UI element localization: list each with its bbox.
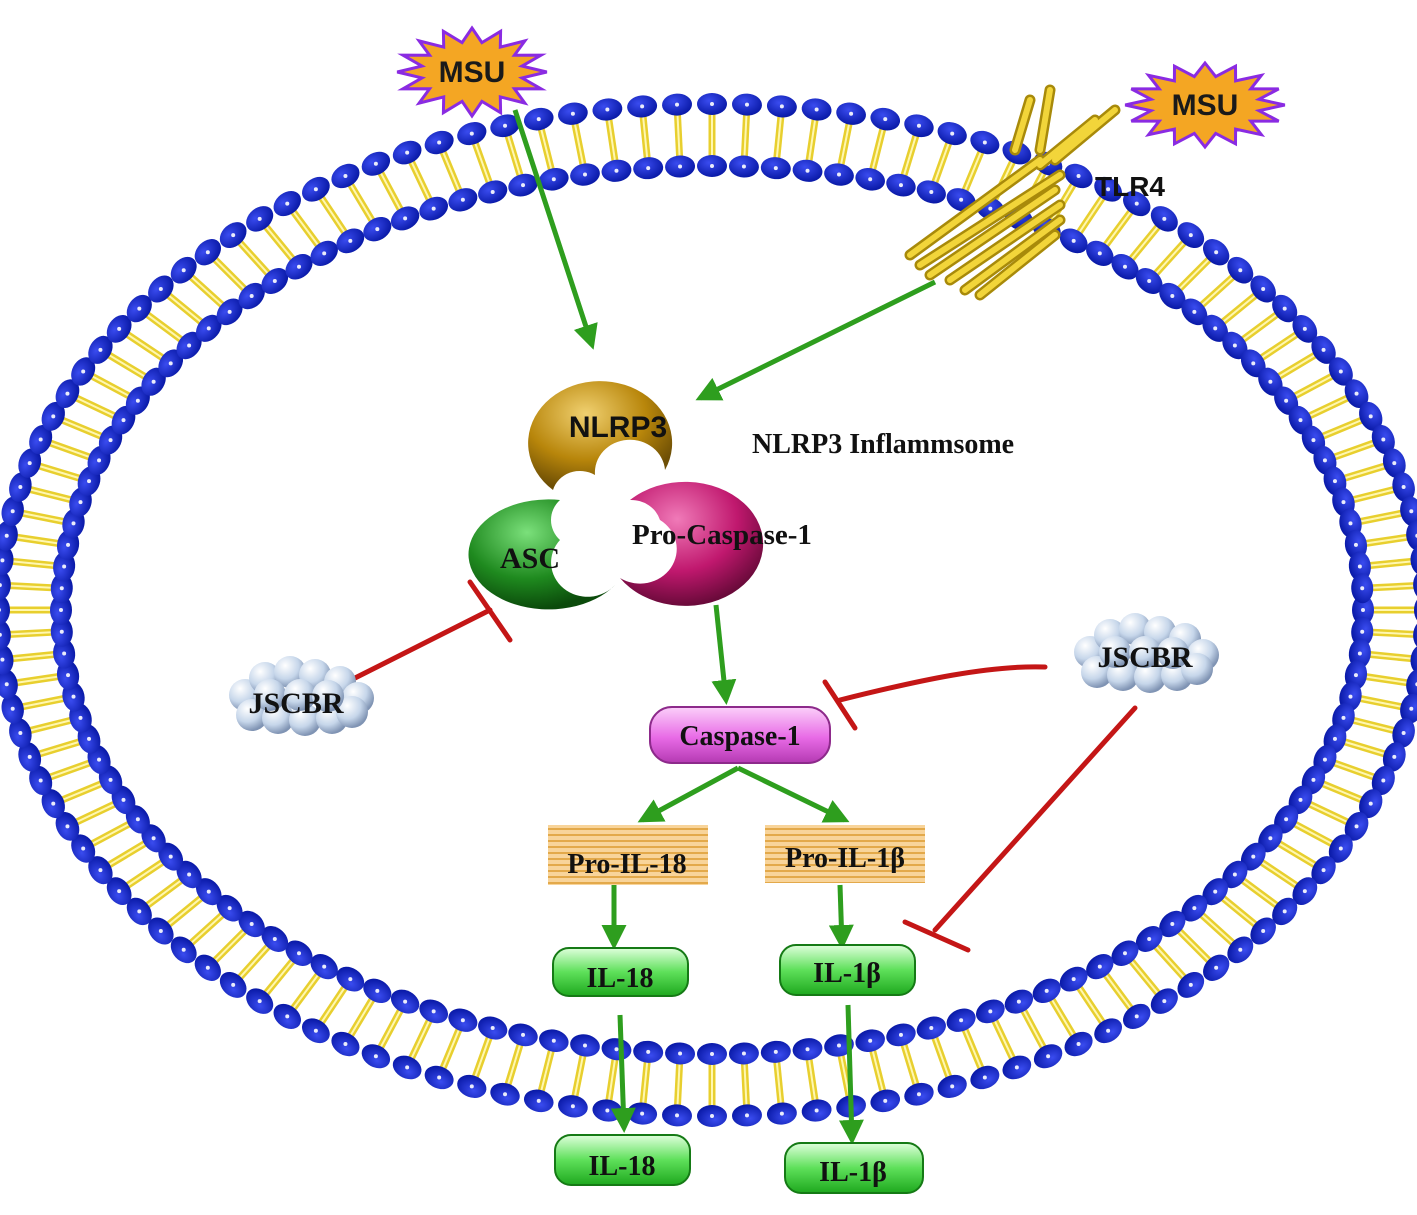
il1b-inside-label: IL-1β xyxy=(813,958,881,989)
cell-membrane xyxy=(0,93,1417,1127)
il18-inside-label: IL-18 xyxy=(587,963,654,994)
pro-il18-box: Pro-IL-18 xyxy=(548,825,708,885)
tlr4-receptor xyxy=(904,84,1121,301)
arrow-procaspase-to-caspase xyxy=(711,604,737,705)
pro-il1b-box: Pro-IL-1β xyxy=(765,825,925,883)
jscbr-cloud-right xyxy=(1074,613,1219,693)
il18-inside-box: IL-18 xyxy=(552,947,689,997)
caspase-1-box: Caspase-1 xyxy=(649,706,831,764)
arrow-tlr4-to-nlrp3 xyxy=(695,279,937,401)
il1b-outside-label: IL-1β xyxy=(819,1157,887,1188)
arrow-il1b-secretion xyxy=(838,1004,864,1145)
pro-caspase-component xyxy=(620,481,764,606)
nlrp3-component xyxy=(528,381,673,490)
pro-caspase-label: Pro-Caspase-1 xyxy=(632,519,812,551)
msu-right-label: MSU xyxy=(1172,89,1239,122)
jscbr-cloud-left xyxy=(229,656,374,736)
msu-left-label: MSU xyxy=(439,56,506,89)
inhibit-caspase-line xyxy=(837,664,1048,703)
il1b-outside-box: IL-1β xyxy=(784,1142,924,1194)
inhibit-il1b-line xyxy=(932,705,1138,933)
inhibition-lines xyxy=(352,579,1138,953)
il18-outside-box: IL-18 xyxy=(554,1134,691,1186)
il1b-inside-box: IL-1β xyxy=(779,944,916,996)
caspase-1-label: Caspase-1 xyxy=(679,721,800,752)
inhibit-il1b-bar xyxy=(902,919,971,953)
jscbr-left-label: JSCBR xyxy=(248,687,343,720)
asc-label: ASC xyxy=(500,542,560,575)
nlrp3-inflammasome: NLRP3 ASC Pro-Caspase-1 xyxy=(468,381,812,610)
arrow-msu-to-nlrp3 xyxy=(512,109,598,350)
inhibit-asc-line xyxy=(352,607,493,681)
arrow-caspase-to-pro-il18 xyxy=(637,765,740,823)
tlr4-label: TLR4 xyxy=(1095,171,1165,202)
pro-il1b-label: Pro-IL-1β xyxy=(785,843,905,874)
inhibit-caspase-bar xyxy=(822,679,858,731)
jscbr-right-label: JSCBR xyxy=(1097,641,1192,674)
asc-component xyxy=(468,499,615,610)
inhibit-asc-bar xyxy=(467,579,513,643)
il18-outside-label: IL-18 xyxy=(589,1151,656,1182)
arrow-il18-secretion xyxy=(610,1014,636,1133)
arrow-caspase-to-pro-il1b xyxy=(736,765,850,823)
inflammasome-title: NLRP3 Inflammsome xyxy=(752,429,1014,460)
arrow-pro-il1b-to-il1b xyxy=(828,884,854,950)
msu-crystal-right: MSU xyxy=(1124,60,1286,150)
activation-arrows xyxy=(512,109,937,1145)
msu-crystal-left: MSU xyxy=(396,25,548,119)
nlrp3-label: NLRP3 xyxy=(569,411,667,444)
pro-il18-label: Pro-IL-18 xyxy=(567,849,686,880)
